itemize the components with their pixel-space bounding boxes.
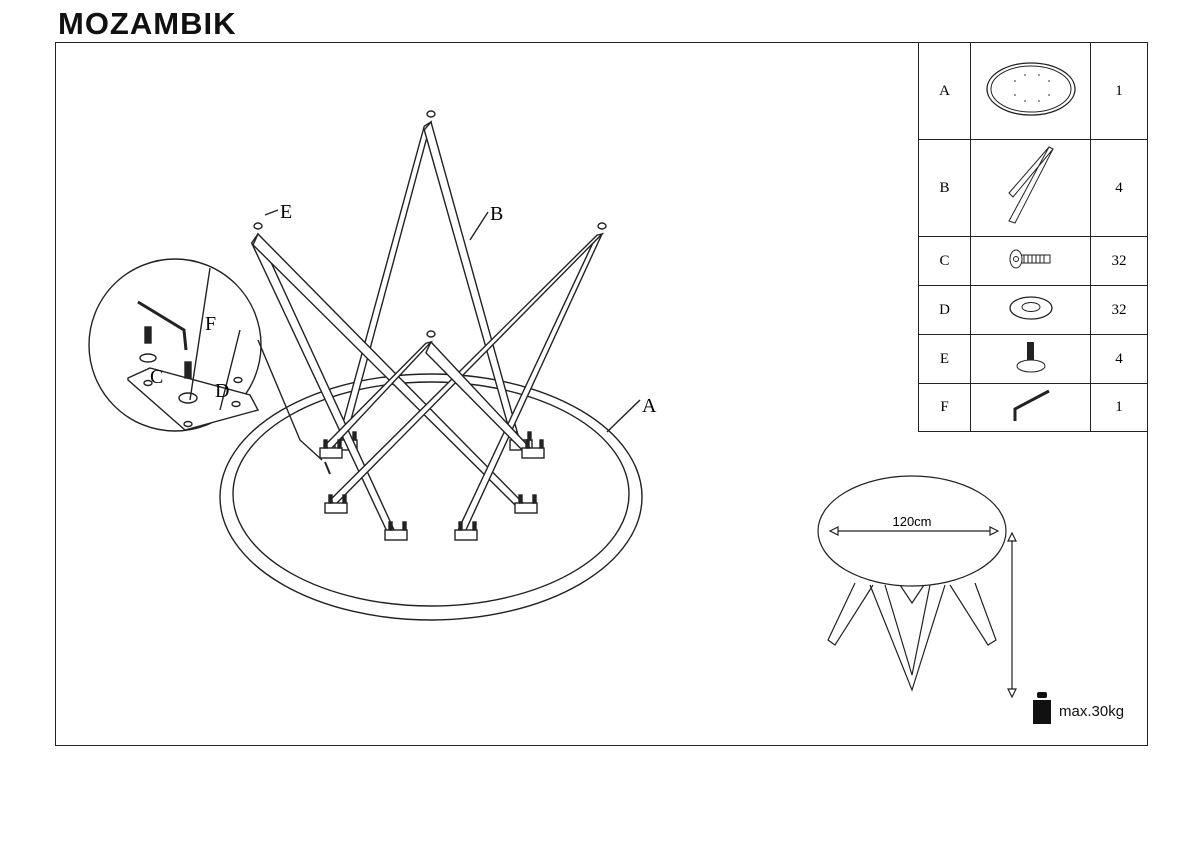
part-id: F bbox=[918, 383, 971, 432]
mounting-plate bbox=[514, 502, 538, 514]
part-qty: 1 bbox=[1090, 383, 1148, 432]
tabletop-inner bbox=[232, 381, 630, 607]
foot-glide bbox=[253, 222, 263, 230]
foot-glide bbox=[426, 110, 436, 118]
legs-group bbox=[250, 110, 607, 541]
screw bbox=[337, 439, 342, 449]
leg-arm bbox=[250, 232, 396, 536]
part-qty: 4 bbox=[1090, 139, 1148, 237]
foot-glide bbox=[426, 330, 436, 338]
table-row: F 1 bbox=[918, 383, 1148, 432]
mounting-plate bbox=[521, 447, 545, 459]
mounting-plate bbox=[319, 447, 343, 459]
part-id: E bbox=[918, 334, 971, 384]
screw bbox=[518, 494, 523, 504]
leg-arm bbox=[457, 232, 604, 533]
screw bbox=[402, 521, 407, 531]
allen-key-detail bbox=[137, 300, 188, 351]
weight-icon bbox=[1033, 692, 1051, 724]
foot-glide bbox=[597, 222, 607, 230]
part-id: A bbox=[918, 42, 971, 140]
table-row: E 4 bbox=[918, 334, 1148, 384]
instruction-frame bbox=[55, 42, 1148, 746]
screw bbox=[472, 521, 477, 531]
diameter-label: 120cm bbox=[892, 514, 931, 529]
callout-A: A bbox=[642, 395, 657, 417]
part-qty: 1 bbox=[1090, 42, 1148, 140]
product-title: MOZAMBIK bbox=[58, 6, 237, 41]
dimension-drawing bbox=[817, 475, 1017, 699]
mounting-plate bbox=[384, 529, 408, 541]
part-qty: 4 bbox=[1090, 334, 1148, 384]
tabletop-outer bbox=[219, 373, 643, 621]
table-row: C 32 bbox=[918, 236, 1148, 286]
screw bbox=[527, 431, 532, 441]
part-qty: 32 bbox=[1090, 236, 1148, 286]
screw bbox=[323, 439, 328, 449]
callout-C: C bbox=[150, 366, 163, 388]
screw bbox=[328, 494, 333, 504]
table-row: D 32 bbox=[918, 285, 1148, 335]
callout-E: E bbox=[280, 201, 292, 223]
screw bbox=[458, 521, 463, 531]
screw-icon bbox=[970, 236, 1091, 286]
mounting-plate bbox=[454, 529, 478, 541]
allen-key-icon bbox=[970, 383, 1091, 432]
screw bbox=[539, 439, 544, 449]
callout-F: F bbox=[205, 313, 216, 335]
screw bbox=[525, 439, 530, 449]
callout-B: B bbox=[490, 203, 503, 225]
leg-arm bbox=[337, 120, 433, 443]
table-row: B 4 bbox=[918, 139, 1148, 237]
screw bbox=[352, 431, 357, 441]
part-qty: 32 bbox=[1090, 285, 1148, 335]
part-id: B bbox=[918, 139, 971, 237]
leg-icon bbox=[970, 139, 1091, 237]
mounting-plate bbox=[324, 502, 348, 514]
max-load-label: max.30kg bbox=[1059, 703, 1125, 720]
part-id: C bbox=[918, 236, 971, 286]
foot-glide-icon bbox=[970, 334, 1091, 384]
washer-icon bbox=[970, 285, 1091, 335]
parts-table: A 1 B 4 C 32 D 32 E 4 F 1 bbox=[918, 42, 1148, 432]
table-row: A 1 bbox=[918, 42, 1148, 140]
tabletop-icon bbox=[970, 42, 1091, 140]
part-id: D bbox=[918, 285, 971, 335]
callout-D: D bbox=[215, 380, 229, 402]
screw bbox=[532, 494, 537, 504]
screw bbox=[342, 494, 347, 504]
screw bbox=[388, 521, 393, 531]
